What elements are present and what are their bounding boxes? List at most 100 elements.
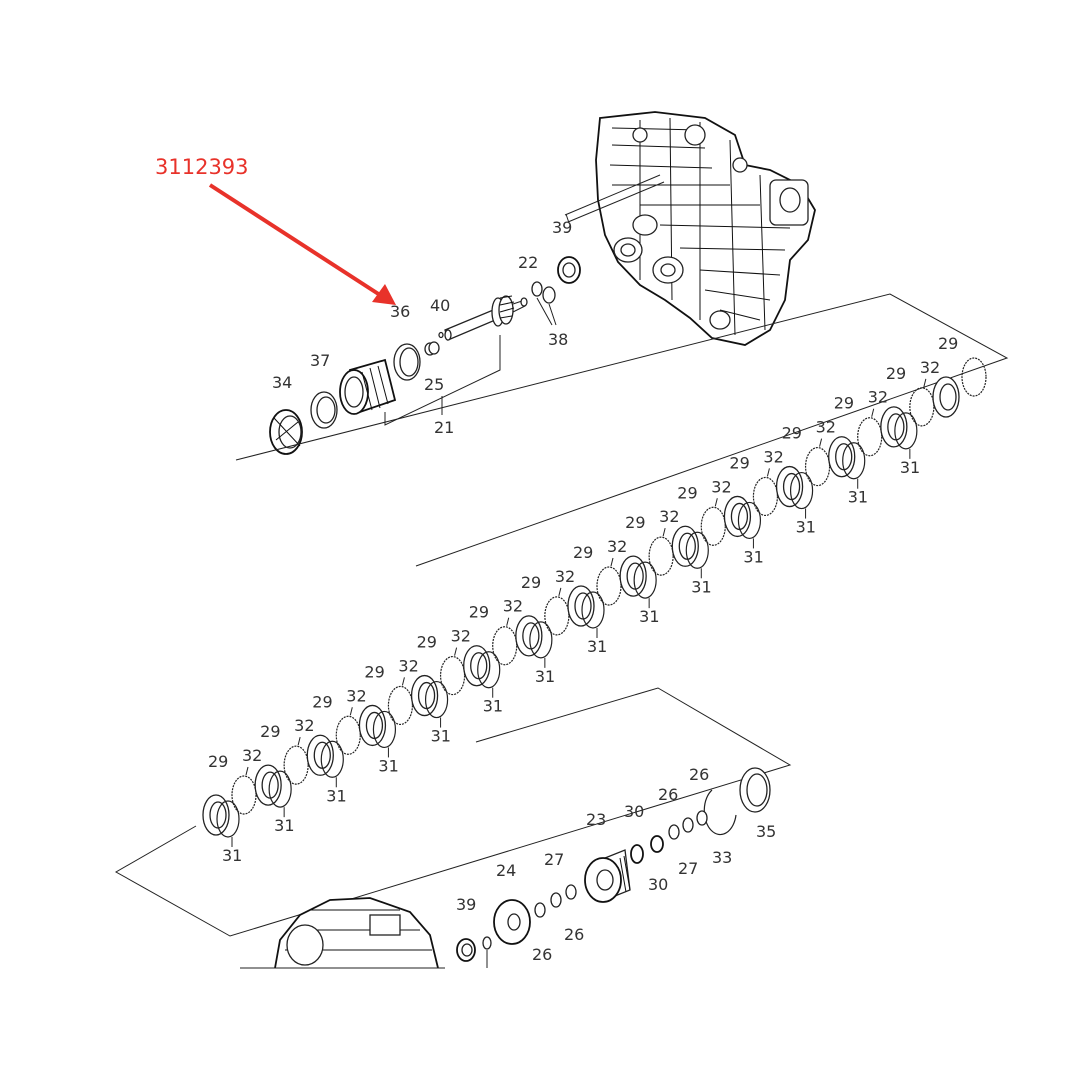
label-29: 29 [312,692,332,711]
plate-31 [789,471,814,510]
friction-plate-32 [804,446,831,487]
leader-line [245,766,249,776]
leader-line [401,677,405,686]
shaft-21 [444,295,528,341]
drum-part [339,358,397,415]
clutch-disc-stack: 29 32 31 29 32 31 29 32 31 29 32 31 29 32 31 29 32 31 29 32… [202,334,987,865]
label-26-b: 26 [689,765,709,784]
plate-31 [268,770,292,808]
plate-31 [477,651,501,689]
label-38: 38 [548,330,568,349]
label-29: 29 [417,633,437,652]
friction-plate-32 [700,506,726,546]
label-24: 24 [496,861,516,880]
label-31: 31 [326,786,346,805]
label-32: 32 [346,686,366,705]
label-32: 32 [659,507,679,526]
plate-31 [633,561,657,599]
label-29: 29 [625,513,645,532]
label-31: 31 [848,488,868,507]
label-36: 36 [390,302,410,321]
friction-plate-32 [492,626,518,666]
label-39-top: 39 [552,218,572,237]
leader-line [871,408,875,417]
label-30-a: 30 [624,802,644,821]
leader-line [349,707,353,716]
label-31: 31 [796,518,816,537]
friction-plate-32 [596,566,622,606]
label-39-bottom: 39 [456,895,476,914]
label-31: 31 [900,458,920,477]
label-29: 29 [834,394,854,413]
friction-plate-32 [283,745,309,785]
label-29: 29 [364,662,384,681]
label-26-a: 26 [658,785,678,804]
friction-plate-32 [387,685,414,726]
plate-31 [685,531,709,569]
label-31: 31 [639,607,659,626]
label-32: 32 [868,388,888,407]
friction-plate-32 [909,387,935,427]
group-frame-top [235,293,1009,567]
steel-plate-29-bore [939,383,957,411]
label-33: 33 [712,848,732,867]
plate-31 [581,591,605,629]
leader-line [454,647,458,656]
label-32: 32 [242,746,262,765]
leader-line [714,498,718,507]
label-32: 32 [555,567,575,586]
label-31: 31 [222,846,242,865]
friction-plate-32 [752,476,779,517]
plate-31 [320,740,344,778]
top-components [269,256,581,455]
label-29: 29 [938,334,958,353]
leader-line [766,468,770,477]
label-29: 29 [573,543,593,562]
label-32: 32 [503,597,523,616]
label-29: 29 [886,364,906,383]
plate-31 [424,680,449,719]
label-26-c: 26 [564,925,584,944]
friction-plate-32 [231,775,257,815]
label-31: 31 [274,816,294,835]
label-29: 29 [208,752,228,771]
label-31: 31 [378,756,398,775]
friction-plate-32 [544,596,570,636]
leader-line [923,378,927,387]
plate-31 [372,710,397,749]
label-32: 32 [711,477,731,496]
leader-line [506,617,510,626]
friction-plate-32 [648,536,674,576]
label-32: 32 [920,358,940,377]
label-29: 29 [521,573,541,592]
label-40: 40 [430,296,450,315]
label-27-a: 27 [678,859,698,878]
plate-31 [894,412,918,450]
leader-line [297,737,301,746]
label-31: 31 [587,637,607,656]
label-31: 31 [535,667,555,686]
label-30-b: 30 [648,875,668,894]
friction-plate-32 [857,417,883,457]
label-21: 21 [434,418,454,437]
plate-31 [529,621,553,659]
label-25: 25 [424,375,444,394]
part-labels: 39 22 38 36 40 37 34 25 21 23 30 26 26 3… [272,218,776,964]
label-23: 23 [586,810,606,829]
label-35: 35 [756,822,776,841]
leader-line [558,587,562,596]
label-34: 34 [272,373,292,392]
annotation-arrow [208,183,382,297]
label-32: 32 [816,418,836,437]
label-26-d: 26 [532,945,552,964]
annotation-arrowhead [372,284,396,305]
label-22: 22 [518,253,538,272]
plate-31 [216,800,240,838]
gear-23 [584,849,631,903]
label-32: 32 [398,656,418,675]
label-29: 29 [469,603,489,622]
label-32: 32 [763,447,783,466]
label-31: 31 [691,577,711,596]
label-31: 31 [483,697,503,716]
bottom-components [456,767,771,968]
